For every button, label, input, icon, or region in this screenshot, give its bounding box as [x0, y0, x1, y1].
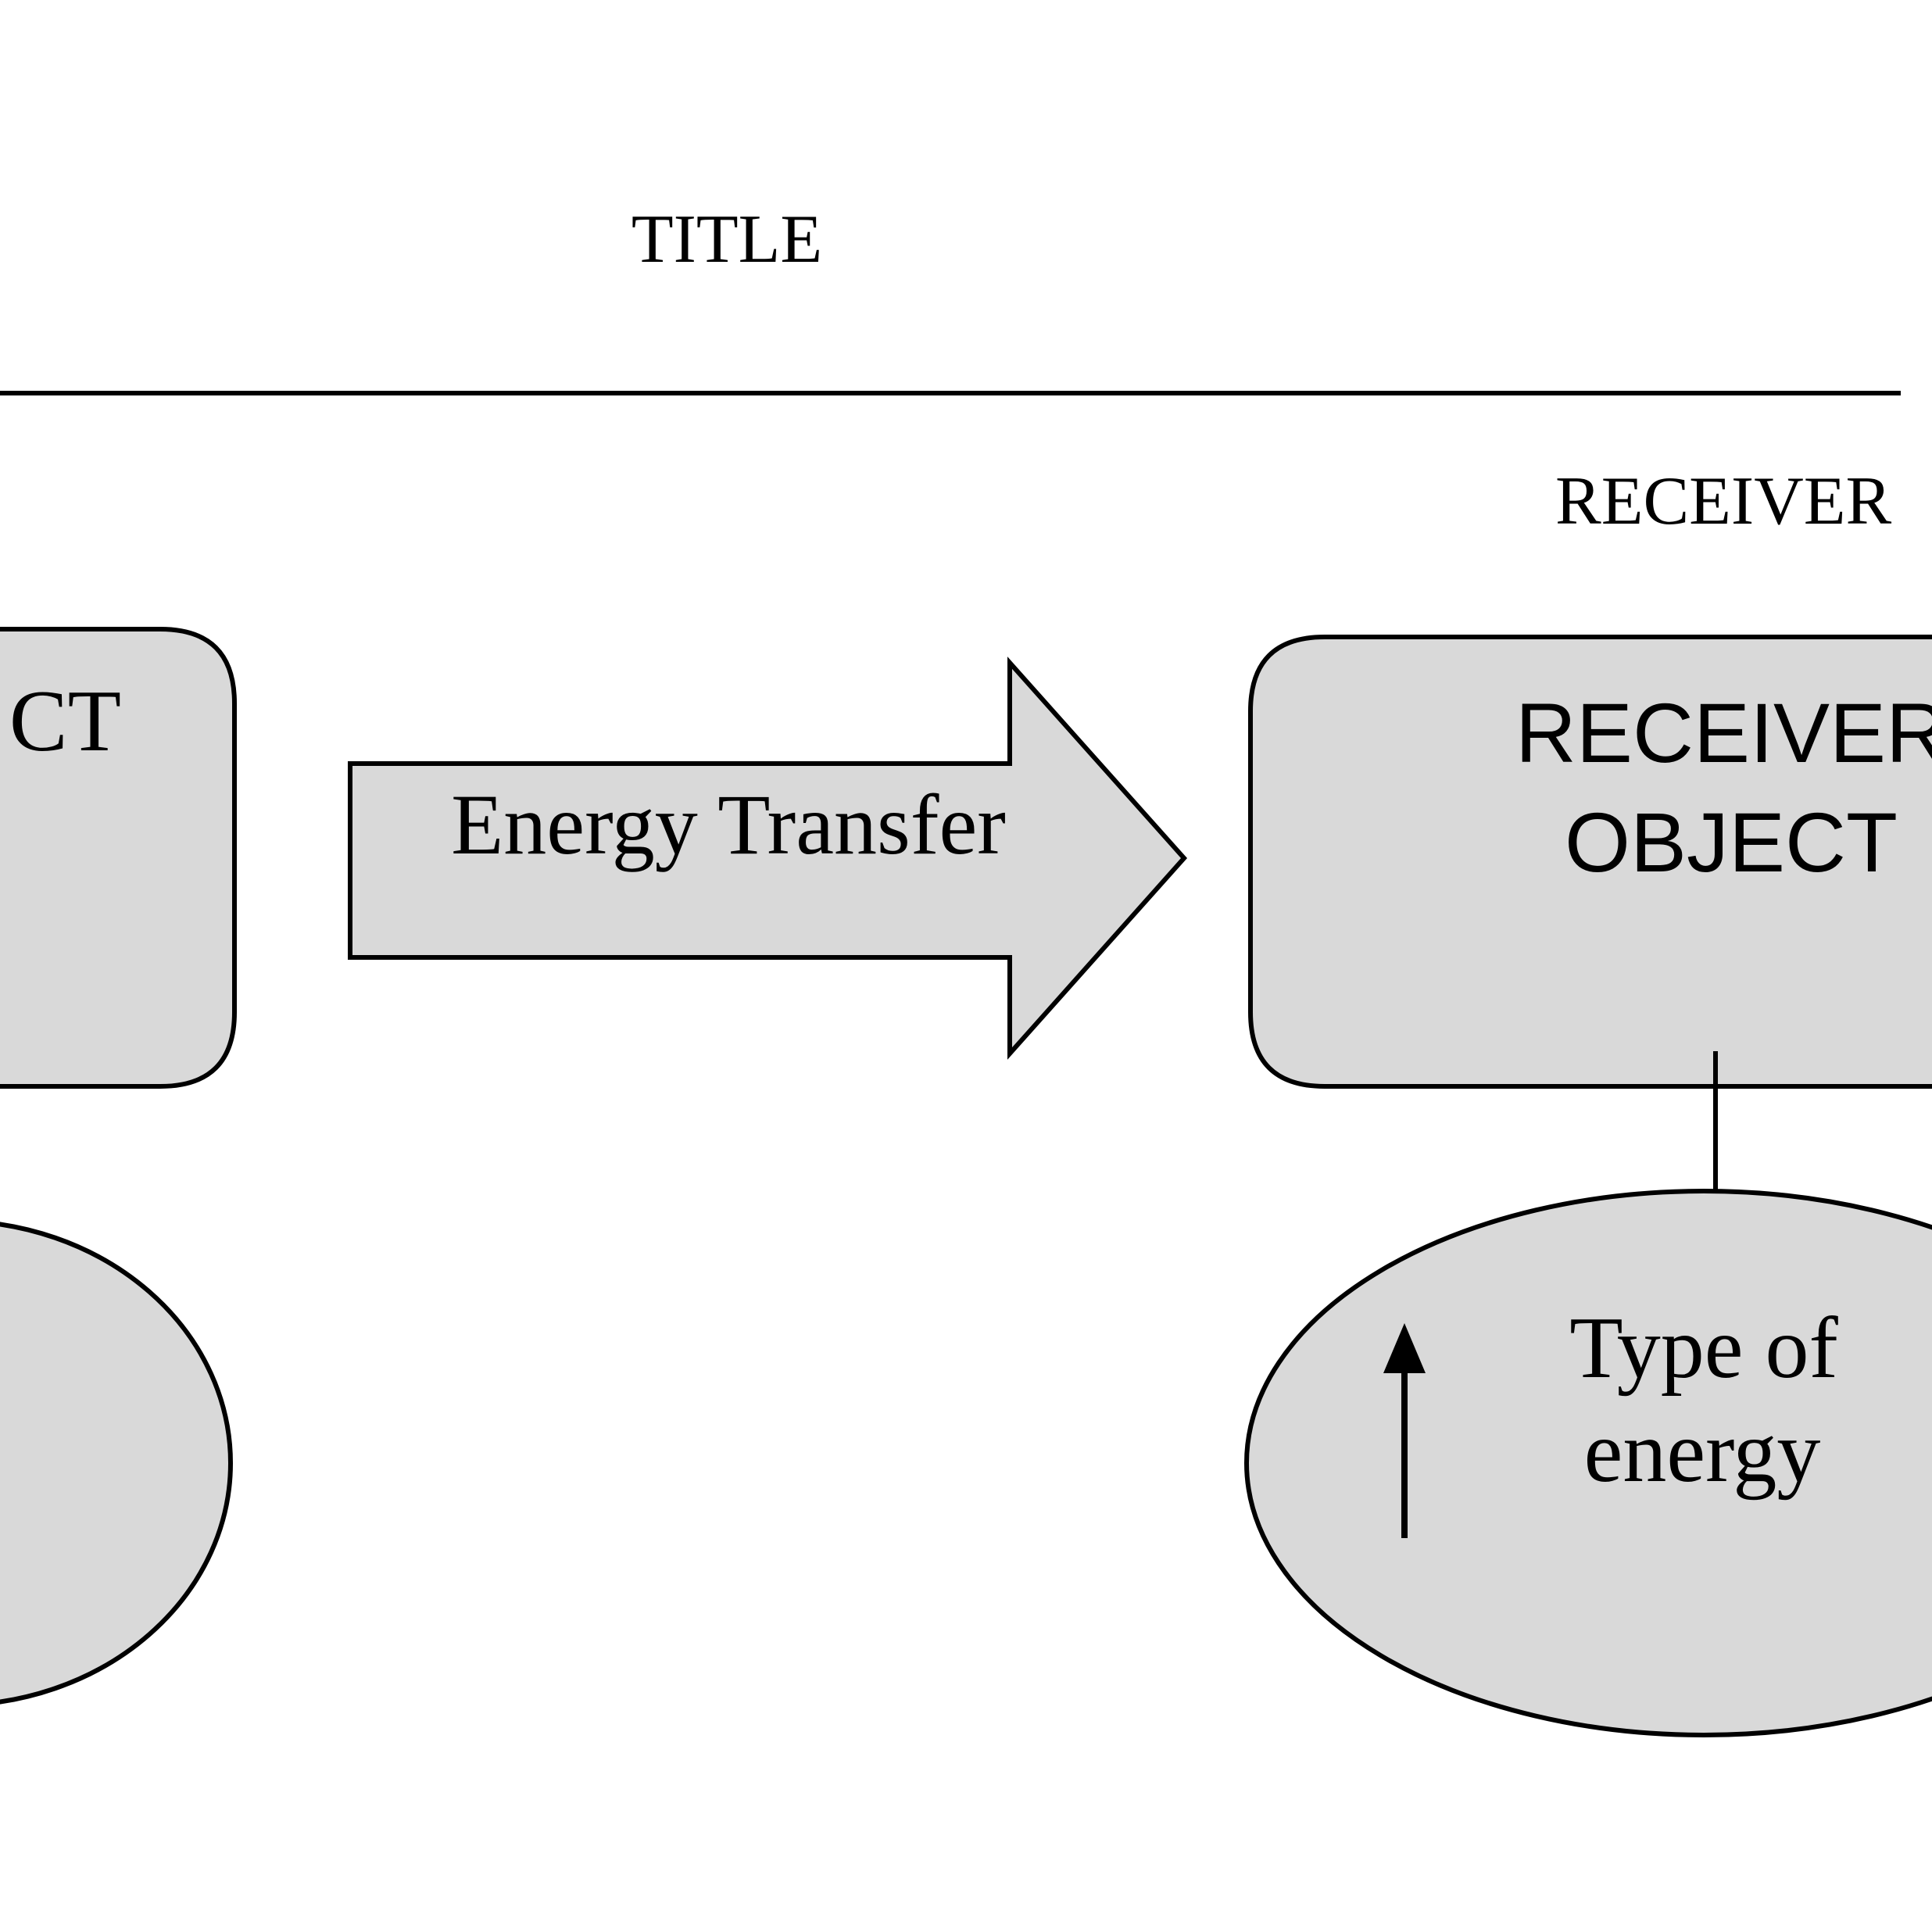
energy-transfer-arrow	[348, 657, 1188, 1060]
source-object-box	[0, 627, 237, 1089]
energy-transfer-label: Energy Transfer	[451, 777, 1006, 872]
diagram-title: TITLE	[631, 202, 822, 277]
receiver-energy-label-line1: Type of	[1569, 1300, 1838, 1397]
receiver-heading: RECEIVER	[1555, 463, 1892, 539]
receiver-object-box	[1248, 635, 1932, 1089]
source-energy-ellipse	[0, 1222, 233, 1705]
receiver-energy-ellipse	[1244, 1189, 1932, 1737]
receiver-energy-label-line2: energy	[1584, 1404, 1821, 1501]
receiver-object-label-line2: OBJECT	[1565, 795, 1898, 889]
source-object-label: CT	[9, 673, 121, 770]
receiver-object-label-line1: RECEIVER	[1515, 685, 1932, 780]
arrow-up-icon	[1383, 1323, 1426, 1538]
